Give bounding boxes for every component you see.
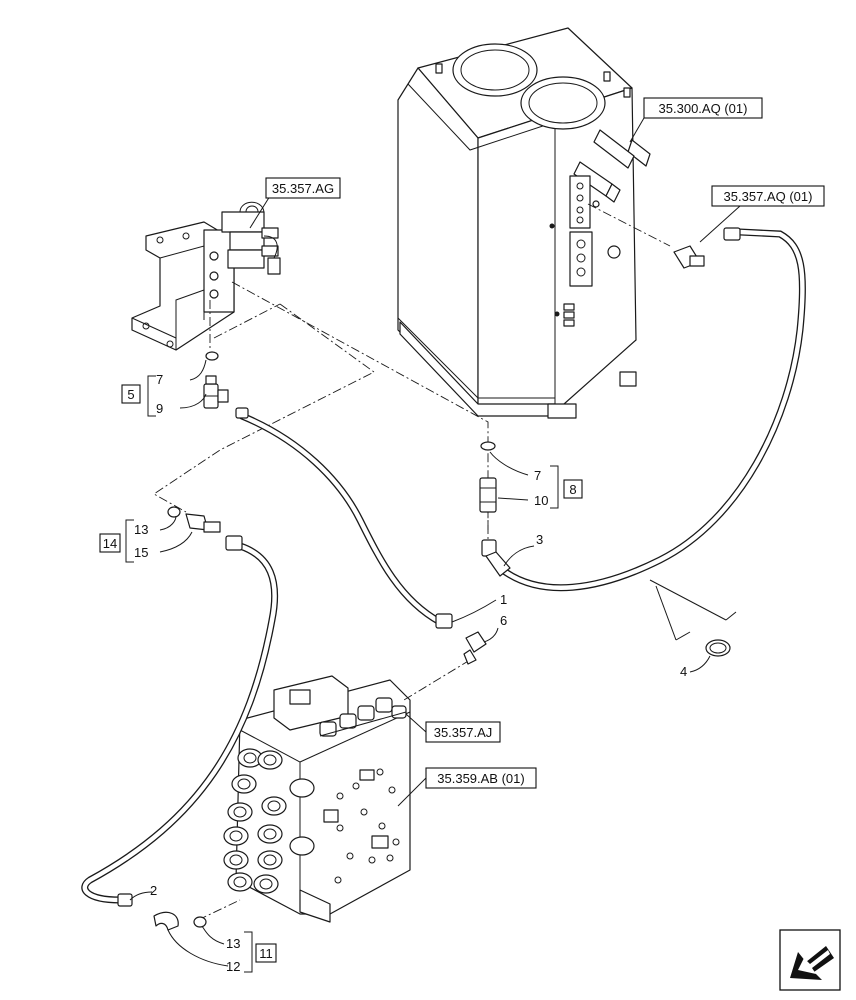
kit-14[interactable]: 14 [99, 519, 134, 563]
callout-7-upper[interactable]: 7 [156, 372, 163, 387]
fitting-35-357-aq [673, 227, 741, 269]
arrow-icon[interactable] [779, 929, 841, 991]
hose-2 [81, 542, 279, 904]
hose-3 [496, 228, 807, 592]
hose-end-3 [481, 539, 511, 577]
adapter-15 [185, 513, 221, 533]
ref-bracket-text: 35.357.AG [272, 181, 334, 196]
callout-3[interactable]: 3 [536, 532, 543, 547]
ring-4 [705, 639, 731, 657]
leader-lines [129, 117, 741, 967]
hose-end-2b [117, 893, 133, 907]
kit-11-text: 11 [259, 946, 273, 961]
kit-5[interactable]: 5 [121, 375, 156, 417]
callout-15[interactable]: 15 [134, 545, 148, 560]
hose-end-1 [435, 613, 453, 629]
elbow-12 [153, 911, 179, 931]
hose-1 [238, 412, 444, 626]
ref-valve-top-label[interactable]: 35.357.AJ [425, 721, 501, 743]
callout-6[interactable]: 6 [500, 613, 507, 628]
ref-fitting-text: 35.357.AQ (01) [724, 189, 813, 204]
tee-fitting-9 [203, 375, 229, 409]
callout-1[interactable]: 1 [500, 592, 507, 607]
hydraulic-tank [397, 27, 651, 419]
callout-4[interactable]: 4 [680, 664, 687, 679]
kit-5-text: 5 [127, 387, 134, 402]
callout-9[interactable]: 9 [156, 401, 163, 416]
ref-fitting-label[interactable]: 35.357.AQ (01) [711, 185, 825, 207]
ref-tank-text: 35.300.AQ (01) [659, 101, 748, 116]
valve-bracket [131, 201, 281, 351]
callout-2[interactable]: 2 [150, 883, 157, 898]
ref-valve-label[interactable]: 35.359.AB (01) [425, 767, 537, 789]
kit-14-text: 14 [103, 536, 117, 551]
kit-11[interactable]: 11 [244, 931, 277, 973]
callout-13-lower[interactable]: 13 [226, 936, 240, 951]
ref-tank-label[interactable]: 35.300.AQ (01) [643, 97, 763, 119]
callout-13-upper[interactable]: 13 [134, 522, 148, 537]
elbow-6 [463, 631, 487, 665]
o-ring-7b [480, 441, 496, 451]
o-ring-13b [193, 916, 207, 928]
o-ring-7 [205, 351, 219, 361]
ref-bracket-label[interactable]: 35.357.AG [265, 177, 341, 199]
o-ring-13 [167, 506, 181, 518]
hose-end [235, 407, 249, 419]
callout-12[interactable]: 12 [226, 959, 240, 974]
callout-10[interactable]: 10 [534, 493, 548, 508]
control-valve [223, 675, 411, 923]
center-lines [153, 203, 671, 921]
ref-valve-top-text: 35.357.AJ [434, 725, 493, 740]
ref-valve-text: 35.359.AB (01) [437, 771, 524, 786]
hose-end-2 [225, 535, 243, 551]
kit-8[interactable]: 8 [550, 465, 583, 509]
callout-7-center[interactable]: 7 [534, 468, 541, 483]
adapter-10 [479, 477, 497, 513]
kit-8-text: 8 [569, 482, 576, 497]
